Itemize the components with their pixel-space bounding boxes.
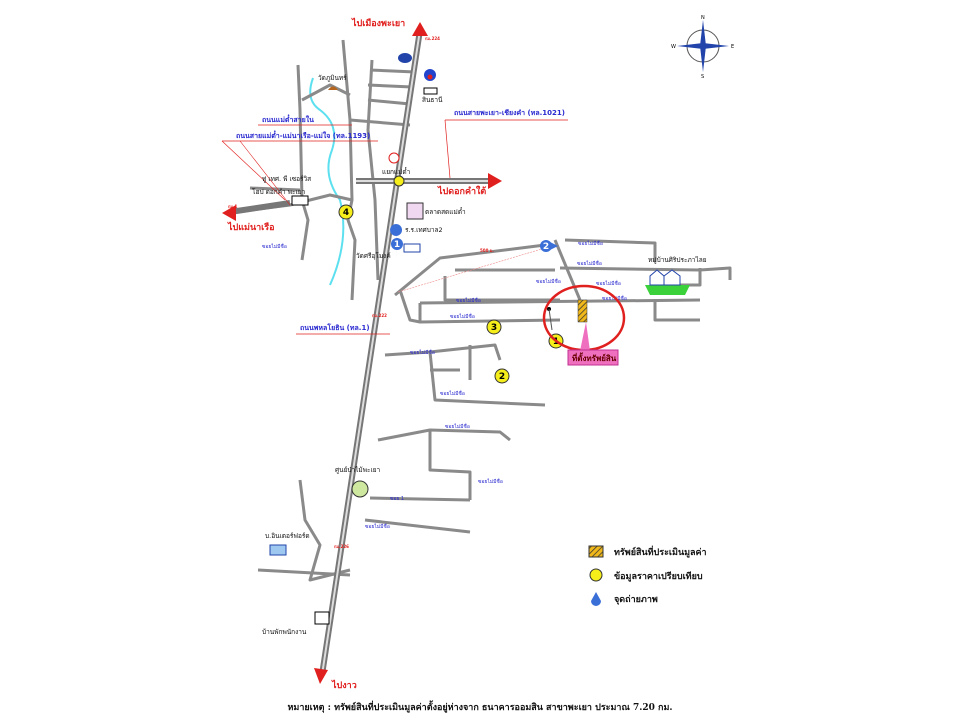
soi-label: ซอย 1 [390,496,404,502]
arrow-east-icon [488,173,502,189]
landmark-school: ร.ร.เทศบาล2 [405,226,443,234]
building-icon [291,195,309,206]
km-label: กม.224 [425,36,440,41]
house-icon [649,269,681,286]
distance-label: 500 ม. [480,248,494,253]
arrow-north-icon [412,22,428,36]
highway-phahonyothin [319,29,423,676]
svg-text:2: 2 [499,372,505,382]
school-icon [403,243,421,253]
photo-point-marker: 2 [540,240,558,252]
svg-text:E: E [731,44,734,50]
km-label: กม.1 [228,204,238,209]
comparable-marker: 2 [494,368,510,384]
legend-subject-label: ทรัพย์สินที่ประเมินมูลค่า [614,545,707,558]
soi-label: ซอยไม่มีชื่อ [536,278,561,285]
landmark-wat-phumin: วัดภูมินทร์ [318,74,347,82]
legend: ทรัพย์สินที่ประเมินมูลค่า ข้อมูลราคาเปรี… [588,545,707,606]
footnote: หมายเหตุ : ทรัพย์สินที่ประเมินมูลค่าตั้ง… [287,703,673,713]
subject-label-box [567,349,619,366]
svg-text:N: N [701,15,705,21]
market-icon [406,202,424,220]
factory-icon [269,544,287,556]
label-west: ไปแม่นาเรือ [227,221,275,233]
highway-1193 [229,200,291,215]
soi-label: ซอยไม่มีชื่อ [440,390,465,397]
svg-text:2: 2 [543,242,549,252]
soi-label: ซอยไม่มีชื่อ [262,243,287,250]
km-label: กม.222 [372,313,387,318]
landmark-temple: วัดศรีอุโมงค์ [356,252,391,260]
temple-icon [328,86,338,90]
forest-center-icon [351,480,369,498]
esso-icon [398,53,412,63]
arrow-south-icon [314,668,328,684]
photo-point-marker: 1 [390,224,403,260]
comparable-marker: 4 [338,204,354,220]
apartment-icon [314,611,330,625]
subject-property [577,299,588,323]
label-north: ไปเมืองพะเยา [351,17,405,29]
soi-label: ซอยไม่มีชื่อ [596,280,621,287]
landmark-village: หมู่บ้านศิริประภาไลย [648,256,707,264]
road-label-phahonyothin: ถนนพหลโยธิน (ทล.1) [300,323,370,332]
soi-label: ซอยไม่มีชื่อ [445,423,470,430]
road-label-1193: ถนนสายแม่ต๋ำ-แม่นาเรือ-แม่ใจ (ทล.1193) [236,130,370,140]
compass-rose-icon: N S E W [671,15,734,80]
legend-comparable-label: ข้อมูลราคาเปรียบเทียบ [614,571,703,582]
soi-label: ซอยไม่มีชื่อ [410,349,435,356]
svg-text:1: 1 [394,240,400,250]
road-label-mae-tam-inner: ถนนแม่ต๋ำสายใน [262,114,314,124]
road-label-1021: ถนนสายพะเยา-เชียงคำ (ทล.1021) [454,109,565,117]
soi-label: ซอยไม่มีชื่อ [478,478,503,485]
bank-icon [423,87,438,95]
legend-photo-label: จุดถ่ายภาพ [614,594,658,605]
label-east: ไปดอกคำใต้ [437,185,486,197]
village-green [645,285,690,295]
soi-label: ซอยไม่มีชื่อ [456,297,481,304]
traffic-light-icon [393,175,405,187]
local-roads [234,39,732,582]
landmark-sinthani: สินธานี [422,96,443,104]
label-south: ไปงาว [331,679,357,691]
soi-label: ซอยไม่มีชื่อ [578,240,603,247]
river [309,77,345,286]
svg-text:W: W [671,44,676,50]
svg-text:4: 4 [343,208,349,218]
landmark-hotel: โฮป ดอกคำ พะเยา [252,188,306,196]
legend-comparable-swatch [589,568,603,582]
km-label: กม.226 [334,544,349,549]
landmark-tot: ทู่ เทศ. พี เซอร์วิส [262,175,311,183]
comparable-marker: 3 [486,319,502,335]
landmark-junction: แยกแม่ต๋ำ [382,167,411,176]
legend-subject-swatch [588,545,604,558]
arrow-west-icon [222,205,236,221]
soi-label: ซอยไม่มีชื่อ [365,523,390,530]
subject-label: ที่ตั้งทรัพย์สิน [572,352,617,363]
landmark-staff-house: บ้านพักพนักงาน [262,628,307,636]
kbank-icon [388,152,400,164]
landmark-inter: บ.อินเตอร์ฟอร์ด [265,532,310,540]
landmark-market: ตลาดสดแม่ต๋ำ [425,207,466,216]
soi-label: ซอยไม่มีชื่อ [450,313,475,320]
svg-text:S: S [701,74,704,80]
svg-text:3: 3 [491,323,497,333]
soi-label: ซอยไม่มีชื่อ [577,260,602,267]
landmark-forest-center: ศูนย์ป่าไม้พะเยา [335,466,381,474]
legend-photo-icon [591,592,601,606]
